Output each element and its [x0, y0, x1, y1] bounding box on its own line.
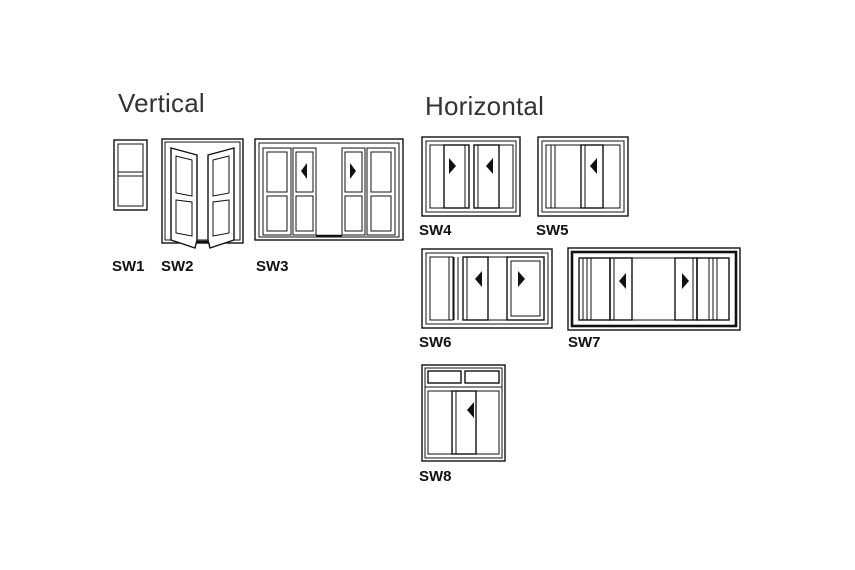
sw3-label: SW3: [256, 258, 289, 275]
sw4-window-diagram: [421, 136, 521, 217]
sw1-window-diagram: [113, 139, 148, 211]
sw5-label: SW5: [536, 222, 569, 239]
sw7-label: SW7: [568, 334, 601, 351]
sw8-window-diagram: [421, 364, 506, 462]
sw1-label: SW1: [112, 258, 145, 275]
sw8-label: SW8: [419, 468, 452, 485]
sw2-window-diagram: [161, 138, 244, 249]
sw5-window-diagram: [537, 136, 629, 217]
sw7-window-diagram: [567, 247, 741, 331]
vertical-heading: Vertical: [118, 88, 205, 118]
sw4-label: SW4: [419, 222, 452, 239]
sw6-window-diagram: [421, 248, 553, 329]
sw2-label: SW2: [161, 258, 194, 275]
horizontal-heading: Horizontal: [425, 91, 545, 121]
sw3-window-diagram: [254, 138, 404, 241]
sw6-label: SW6: [419, 334, 452, 351]
